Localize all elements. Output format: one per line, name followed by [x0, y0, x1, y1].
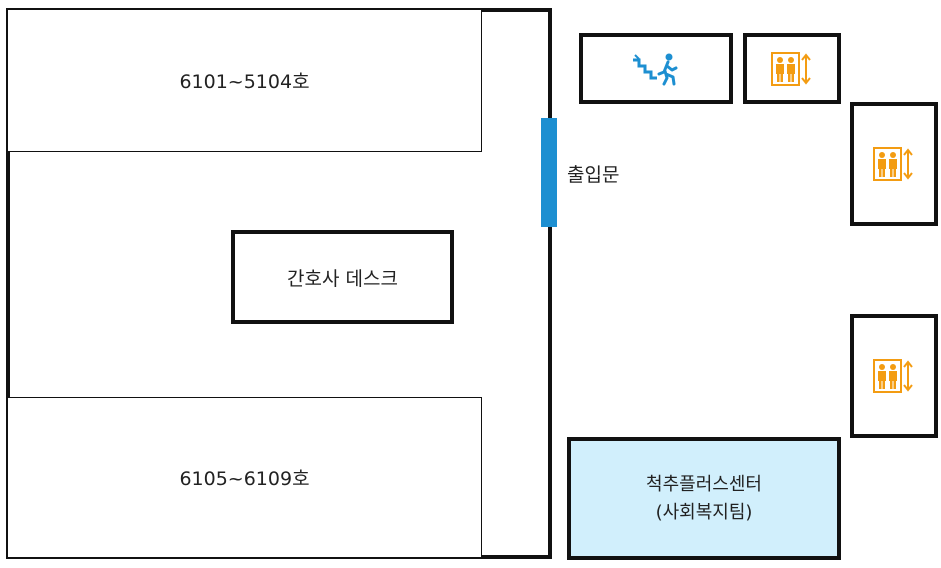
nurse-desk: 간호사 데스크 — [231, 230, 454, 324]
elevator-box — [850, 102, 938, 226]
entrance-door — [541, 118, 557, 227]
stairs-exit-icon — [633, 53, 678, 85]
room-block-label: 6105~6109호 — [179, 468, 310, 490]
elevator-icon — [771, 51, 811, 86]
room-block-6105-6109: 6105~6109호 — [8, 397, 482, 557]
stairs-box — [579, 33, 733, 104]
room-block-label: 6101~5104호 — [179, 71, 310, 93]
room-block-6101-5104: 6101~5104호 — [8, 10, 482, 152]
spinal-center-subtitle: (사회복지팀) — [655, 501, 753, 523]
elevator-icon — [873, 359, 913, 393]
elevator-box — [743, 33, 841, 104]
spinal-plus-center: 척추플러스센터 (사회복지팀) — [567, 437, 841, 560]
elevator-box — [850, 314, 938, 438]
entrance-label: 출입문 — [567, 164, 620, 186]
nurse-desk-label: 간호사 데스크 — [287, 267, 398, 290]
spinal-center-name: 척추플러스센터 — [646, 473, 762, 495]
elevator-icon — [873, 147, 913, 181]
